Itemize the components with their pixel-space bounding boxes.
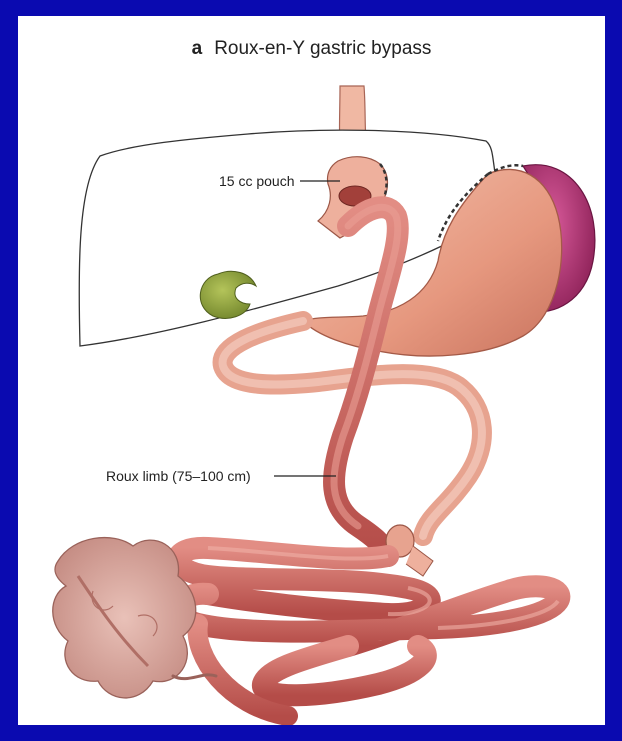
mesentery <box>53 538 196 698</box>
roux-limb-label: Roux limb (75–100 cm) <box>106 468 251 484</box>
common-channel <box>178 548 559 716</box>
pouch-label: 15 cc pouch <box>219 173 295 189</box>
anatomy-illustration <box>18 16 605 725</box>
